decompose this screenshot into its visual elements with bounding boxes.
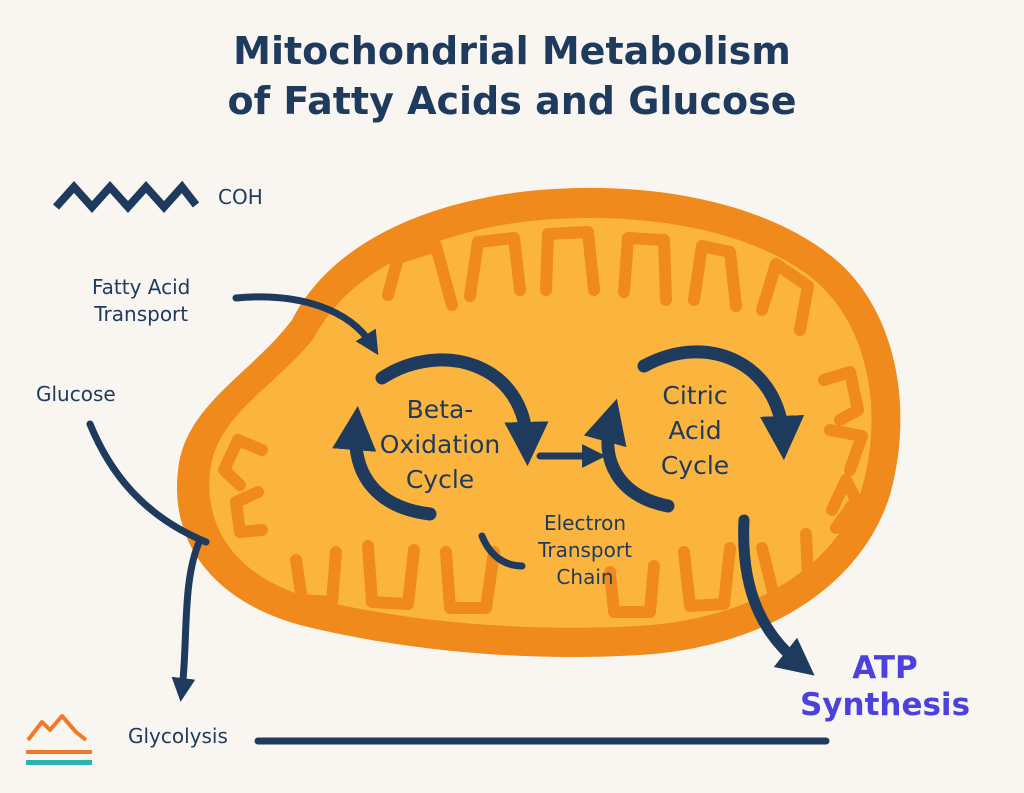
citric-label-line1: Citric — [662, 381, 728, 410]
page-title: Mitochondrial Metabolism of Fatty Acids … — [0, 26, 1024, 126]
glycolysis-label: Glycolysis — [128, 724, 228, 748]
etc-label-line3: Chain — [556, 565, 614, 589]
glucose-label: Glucose — [36, 382, 116, 406]
citric-acid-label: Citric Acid Cycle — [625, 378, 765, 483]
citric-cycle-left-arrow — [583, 398, 675, 513]
beta-label-line1: Beta- — [406, 395, 474, 424]
electron-transport-curve — [478, 532, 526, 570]
electron-transport-label: Electron Transport Chain — [525, 510, 645, 591]
fatty-acid-transport-arrow — [232, 293, 379, 356]
fatty-acid-label-line1: Fatty Acid — [92, 275, 191, 299]
atp-label-line2: Synthesis — [799, 687, 971, 723]
citric-label-line2: Acid — [668, 416, 722, 445]
beta-oxidation-label: Beta- Oxidation Cycle — [360, 392, 520, 497]
beta-label-line2: Oxidation — [379, 430, 501, 459]
beta-cycle-right-arrow — [375, 353, 549, 467]
citric-label-line3: Cycle — [660, 451, 730, 480]
etc-label-line1: Electron — [543, 511, 627, 535]
cristae — [218, 226, 868, 618]
atp-synthesis-label: ATP Synthesis — [770, 650, 1000, 724]
fatty-acid-transport-label: Fatty Acid Transport — [92, 274, 190, 328]
title-line-2: of Fatty Acids and Glucose — [227, 79, 797, 123]
citric-cycle-right-arrow — [637, 345, 805, 461]
title-line-1: Mitochondrial Metabolism — [233, 29, 791, 73]
glucose-curve — [86, 420, 210, 546]
glycolysis-arrow — [171, 536, 204, 702]
fatty-acid-label-line2: Transport — [94, 302, 189, 326]
atp-label-line1: ATP — [852, 650, 918, 686]
atp-synthesis-arrow — [738, 514, 815, 676]
zigzag-chain-icon — [53, 180, 200, 213]
beta-label-line3: Cycle — [405, 465, 475, 494]
legend-label: COH — [218, 185, 263, 209]
etc-label-line2: Transport — [538, 538, 632, 562]
beta-cycle-left-arrow — [332, 405, 437, 521]
mountain-logo-icon — [26, 714, 92, 765]
